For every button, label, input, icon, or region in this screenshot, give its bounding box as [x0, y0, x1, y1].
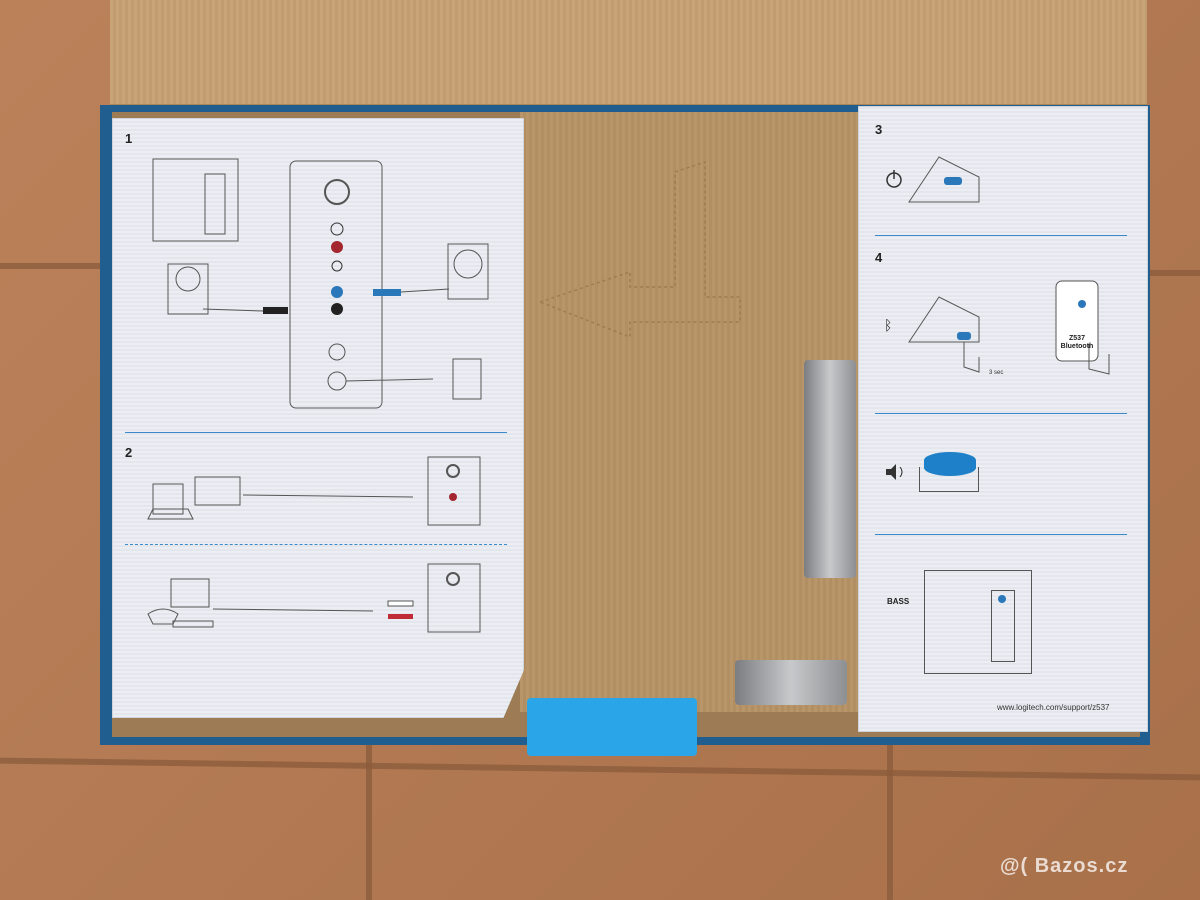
phone-icon	[1055, 280, 1110, 375]
watermark-text: Bazos.cz	[1034, 855, 1129, 877]
speaker-wrap	[804, 360, 856, 578]
bass-panel-diagram	[924, 570, 1032, 674]
section-dashed-divider	[125, 544, 507, 545]
tile-grout	[1140, 270, 1200, 276]
console-connection-icon	[147, 563, 481, 633]
svg-text:ᛒ: ᛒ	[884, 318, 892, 334]
section-divider	[875, 413, 1127, 414]
support-url: www.logitech.com/support/z537	[997, 703, 1110, 712]
tile-grout	[366, 745, 372, 900]
box-lid	[110, 0, 1147, 112]
speaker-wrap	[735, 660, 847, 705]
blue-pull-tab[interactable]	[527, 698, 697, 756]
power-switch-icon	[886, 156, 980, 203]
section-divider	[875, 235, 1127, 236]
section-divider	[875, 534, 1127, 535]
at-icon: @(	[1000, 855, 1029, 877]
bass-knob	[998, 595, 1006, 603]
bass-label: BASS	[887, 597, 910, 606]
section-divider	[125, 432, 507, 433]
tile-grout	[887, 745, 893, 900]
model-name: Z537	[1069, 335, 1085, 342]
tile-grout	[0, 263, 112, 269]
instruction-sheet-right: 3 4 ᛒ 3 sec Z537 Bluetooth BASS www.logi…	[858, 106, 1148, 732]
volume-knob-icon	[886, 464, 903, 480]
bass-control-strip	[991, 590, 1015, 662]
hold-time-label: 3 sec	[989, 370, 1004, 376]
watermark: @( Bazos.cz	[1000, 855, 1128, 878]
instruction-sheet-left: 1 2	[112, 118, 524, 718]
step-number: 3	[875, 122, 883, 137]
volume-knob-base	[919, 467, 979, 492]
step-number: 4	[875, 250, 883, 265]
computer-connection-icon	[147, 456, 481, 526]
bluetooth-label: Bluetooth	[1060, 343, 1094, 350]
volume-knob	[924, 452, 976, 476]
step-number: 1	[125, 131, 133, 146]
cardboard-insert	[520, 112, 860, 712]
arrow-emboss-icon	[537, 160, 741, 339]
phone-screen-text: Z537 Bluetooth	[1056, 335, 1098, 351]
bluetooth-pair-icon: ᛒ	[884, 296, 980, 373]
step-number: 2	[125, 445, 133, 460]
wiring-diagram-icon	[152, 158, 489, 409]
